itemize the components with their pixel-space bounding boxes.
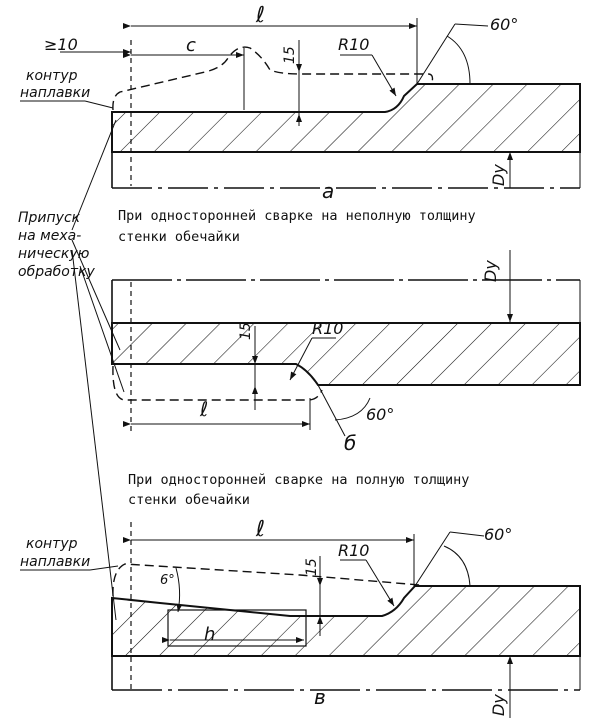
angle-60-label-a: 60° xyxy=(490,15,518,34)
dim-15-label-b: 15 xyxy=(238,322,254,340)
wall-b-hatched xyxy=(111,322,581,386)
dim-l-label-b: ℓ xyxy=(199,397,208,421)
view-label-a: а xyxy=(322,179,334,203)
dim-15-label-v: 15 xyxy=(304,558,320,576)
angle-60-label-v: 60° xyxy=(484,525,512,544)
allowance-label-line3: ническую xyxy=(18,246,90,262)
dim-h-label: h xyxy=(204,624,215,645)
view-label-b: б xyxy=(344,431,356,455)
dy-label-a: Dy xyxy=(489,164,508,186)
view-v: h ℓ 15 R10 60° 6° Dy в xyxy=(111,517,581,718)
dim-15-label-a: 15 xyxy=(282,46,298,64)
view-b: ℓ 15 R10 60° Dy б xyxy=(111,250,581,455)
view-a: ℓ c ≥10 15 R10 60° а xyxy=(44,3,581,203)
wall-a-hatched xyxy=(111,83,581,153)
caption-1-line1: При односторонней сварке на неполную тол… xyxy=(118,208,476,224)
dy-label-b: Dy xyxy=(481,260,500,282)
contour-label-2-line2: наплавки xyxy=(20,554,90,570)
dim-r10-label-b: R10 xyxy=(312,319,343,338)
contour-label-1-line1: контур xyxy=(26,68,78,84)
dim-l-label-a: ℓ xyxy=(255,3,265,28)
caption-1-line2: стенки обечайки xyxy=(118,229,240,245)
angle-60-label-b: 60° xyxy=(366,405,394,424)
caption-2-line1: При односторонней сварке на полную толщи… xyxy=(128,472,469,488)
dim-l-label-v: ℓ xyxy=(255,517,265,542)
view-label-v: в xyxy=(314,685,326,709)
dy-label-v: Dy xyxy=(489,694,508,716)
dim-r10-label-a: R10 xyxy=(338,35,369,54)
contour-label-2-line1: контур xyxy=(26,536,78,552)
dim-c-label: c xyxy=(186,35,196,56)
allowance-label-line2: на меха- xyxy=(18,228,81,244)
dim-r10-label-v: R10 xyxy=(338,541,369,560)
allowance-label-line1: Припуск xyxy=(18,210,81,226)
angle-6-label: 6° xyxy=(160,573,175,588)
allowance-label-line4: обработку xyxy=(18,264,95,280)
allowance-min-label: ≥10 xyxy=(44,35,78,54)
contour-label-1-line2: наплавки xyxy=(20,85,90,101)
caption-2-line2: стенки обечайки xyxy=(128,492,250,508)
